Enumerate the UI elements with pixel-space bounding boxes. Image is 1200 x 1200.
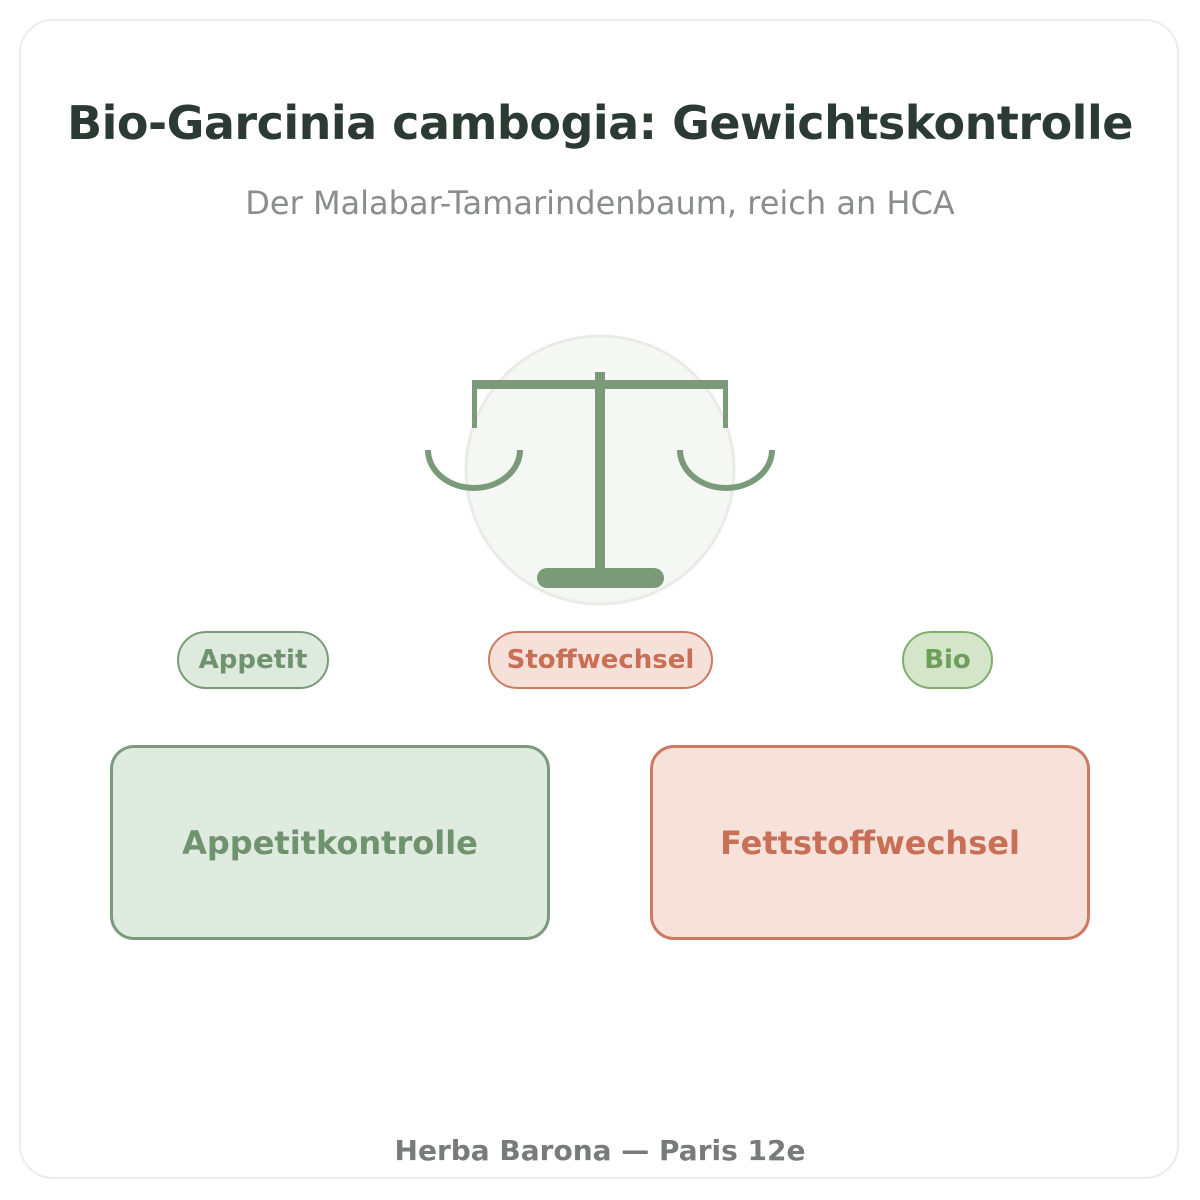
page-subtitle: Der Malabar-Tamarindenbaum, reich an HCA: [245, 184, 955, 222]
scale-left-string: [472, 384, 477, 428]
tag-bio: Bio: [902, 631, 993, 689]
scale-right-string: [723, 384, 728, 428]
scale-base: [537, 568, 664, 588]
balance-scale-icon: [425, 334, 775, 606]
footer-text: Herba Barona — Paris 12e: [394, 1134, 806, 1167]
box-appetitkontrolle: Appetitkontrolle: [110, 745, 550, 940]
tag-appetit: Appetit: [177, 631, 329, 689]
box-fettstoffwechsel: Fettstoffwechsel: [650, 745, 1090, 940]
page-title: Bio-Garcinia cambogia: Gewichtskontrolle: [67, 96, 1133, 150]
scale-post: [595, 372, 605, 574]
tag-stoffwechsel: Stoffwechsel: [488, 631, 713, 689]
scale-left-pan: [425, 449, 523, 491]
scale-right-pan: [677, 449, 775, 491]
